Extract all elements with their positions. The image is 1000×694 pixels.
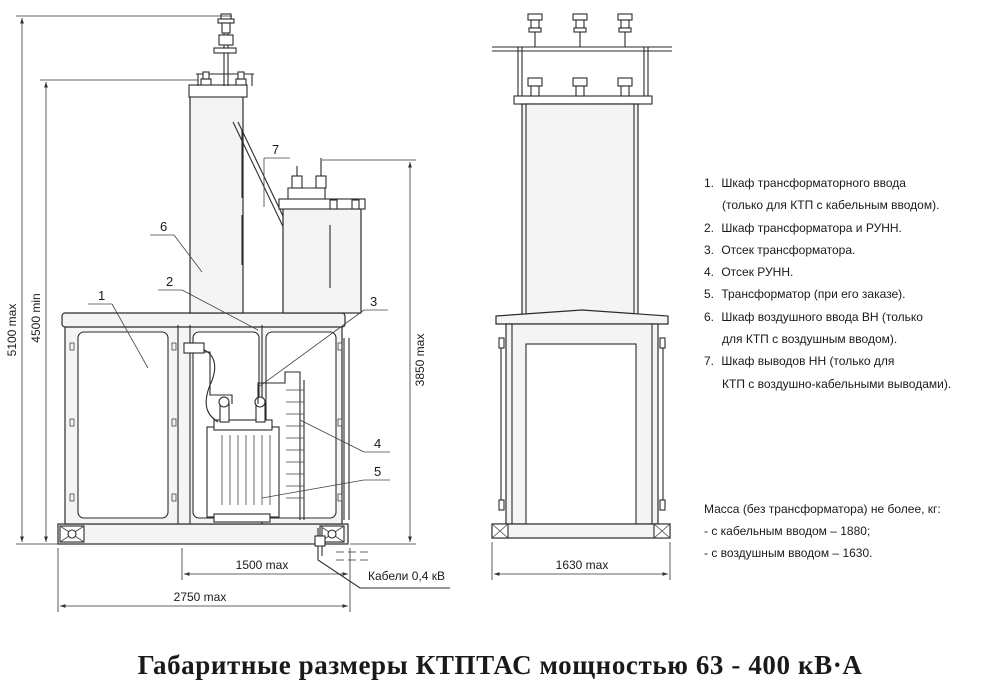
- end-view-upper-cabinet: [521, 103, 639, 317]
- callout-3-label: 3: [370, 294, 377, 309]
- mass-cable: - с кабельным вводом – 1880;: [704, 524, 871, 538]
- side-rails: [343, 338, 350, 520]
- callout-4-label: 4: [374, 436, 381, 451]
- legend-num: 2.: [704, 220, 715, 235]
- hv-input-cabinet: [188, 13, 328, 314]
- legend-item-7: 7. Шкаф выводов НН (только для: [704, 350, 996, 372]
- cables-label: Кабели 0,4 кВ: [368, 569, 445, 583]
- callout-1-label: 1: [98, 288, 105, 303]
- roof: [61, 312, 346, 328]
- end-view: 1630 max: [491, 13, 672, 580]
- legend-item-6-cont: для КТП с воздушным вводом).: [722, 332, 898, 347]
- end-view-base: [491, 523, 671, 539]
- dim-label-5100: 5100 max: [5, 304, 19, 357]
- mass-heading: Масса (без трансформатора) не более, кг:: [704, 502, 941, 516]
- legend-item-7-cont: КТП с воздушно-кабельными выводами).: [722, 376, 952, 391]
- base-lug-right: [319, 525, 345, 543]
- legend: 1. Шкаф трансформаторного ввода (только …: [704, 172, 996, 395]
- callout-3: 3: [259, 294, 388, 387]
- callout-5-label: 5: [374, 464, 381, 479]
- end-view-roof: [495, 309, 669, 325]
- dim-height-3850: [322, 159, 416, 545]
- legend-item-2: 2. Шкаф трансформатора и РУНН.: [704, 217, 996, 239]
- dim-width-1630: [491, 542, 671, 580]
- callout-6-label: 6: [160, 219, 167, 234]
- dim-height-total: [16, 15, 232, 545]
- dim-label-4500: 4500 min: [29, 293, 43, 342]
- legend-text: Отсек РУНН.: [721, 265, 794, 280]
- legend-item-1: 1. Шкаф трансформаторного ввода: [704, 172, 996, 194]
- legend-text: Трансформатор (при его заказе).: [721, 287, 906, 302]
- mass-air: - с воздушным вводом – 1630.: [704, 546, 873, 560]
- transformer: [206, 396, 280, 523]
- legend-num: 4.: [704, 265, 715, 280]
- base-skid: [57, 523, 349, 545]
- legend-num: 6.: [704, 309, 715, 324]
- lv-output-cabinet: [278, 158, 366, 314]
- dim-label-1500: 1500 max: [236, 558, 289, 572]
- legend-text: Шкаф выводов НН (только для: [721, 354, 895, 369]
- legend-num: 5.: [704, 287, 715, 302]
- callout-2-label: 2: [166, 274, 173, 289]
- callout-6: 6: [150, 219, 203, 273]
- dim-label-1630: 1630 max: [556, 558, 609, 572]
- callout-5: 5: [261, 464, 390, 499]
- mass-note: Масса (без трансформатора) не более, кг:…: [704, 498, 994, 564]
- dim-label-2750: 2750 max: [174, 590, 227, 604]
- legend-item-1-cont: (только для КТП с кабельным вводом).: [722, 198, 940, 213]
- door-cabinet-1: [77, 331, 169, 519]
- dim-label-3850: 3850 max: [413, 334, 427, 387]
- legend-text: Шкаф воздушного ввода ВН (только: [721, 309, 923, 324]
- callout-4: 4: [299, 419, 390, 453]
- base-lug-left: [59, 525, 85, 543]
- legend-num: 3.: [704, 242, 715, 257]
- callout-2: 2: [158, 274, 259, 331]
- callout-7-label: 7: [272, 142, 279, 157]
- legend-item-3: 3. Отсек трансформатора.: [704, 239, 996, 261]
- callout-1: 1: [88, 288, 149, 369]
- legend-text: Отсек трансформатора.: [721, 242, 856, 257]
- dim-height-min: [40, 79, 198, 542]
- dim-width-2750: [57, 548, 351, 612]
- legend-item-6: 6. Шкаф воздушного ввода ВН (только: [704, 306, 996, 328]
- legend-item-4: 4. Отсек РУНН.: [704, 261, 996, 283]
- legend-num: 1.: [704, 176, 715, 190]
- dim-width-1500: [181, 548, 351, 580]
- legend-text: Шкаф трансформаторного ввода: [721, 176, 906, 190]
- callout-7: 7: [263, 142, 290, 207]
- legend-text: Шкаф трансформатора и РУНН.: [721, 220, 902, 235]
- page-title: Габаритные размеры КТПТАС мощностью 63 -…: [137, 650, 863, 680]
- legend-num: 7.: [704, 354, 715, 369]
- legend-item-5: 5. Трансформатор (при его заказе).: [704, 283, 996, 305]
- front-view: 5100 max 4500 min 3850 max 1500 max 2750…: [5, 13, 450, 612]
- end-view-crossarm: [492, 13, 672, 105]
